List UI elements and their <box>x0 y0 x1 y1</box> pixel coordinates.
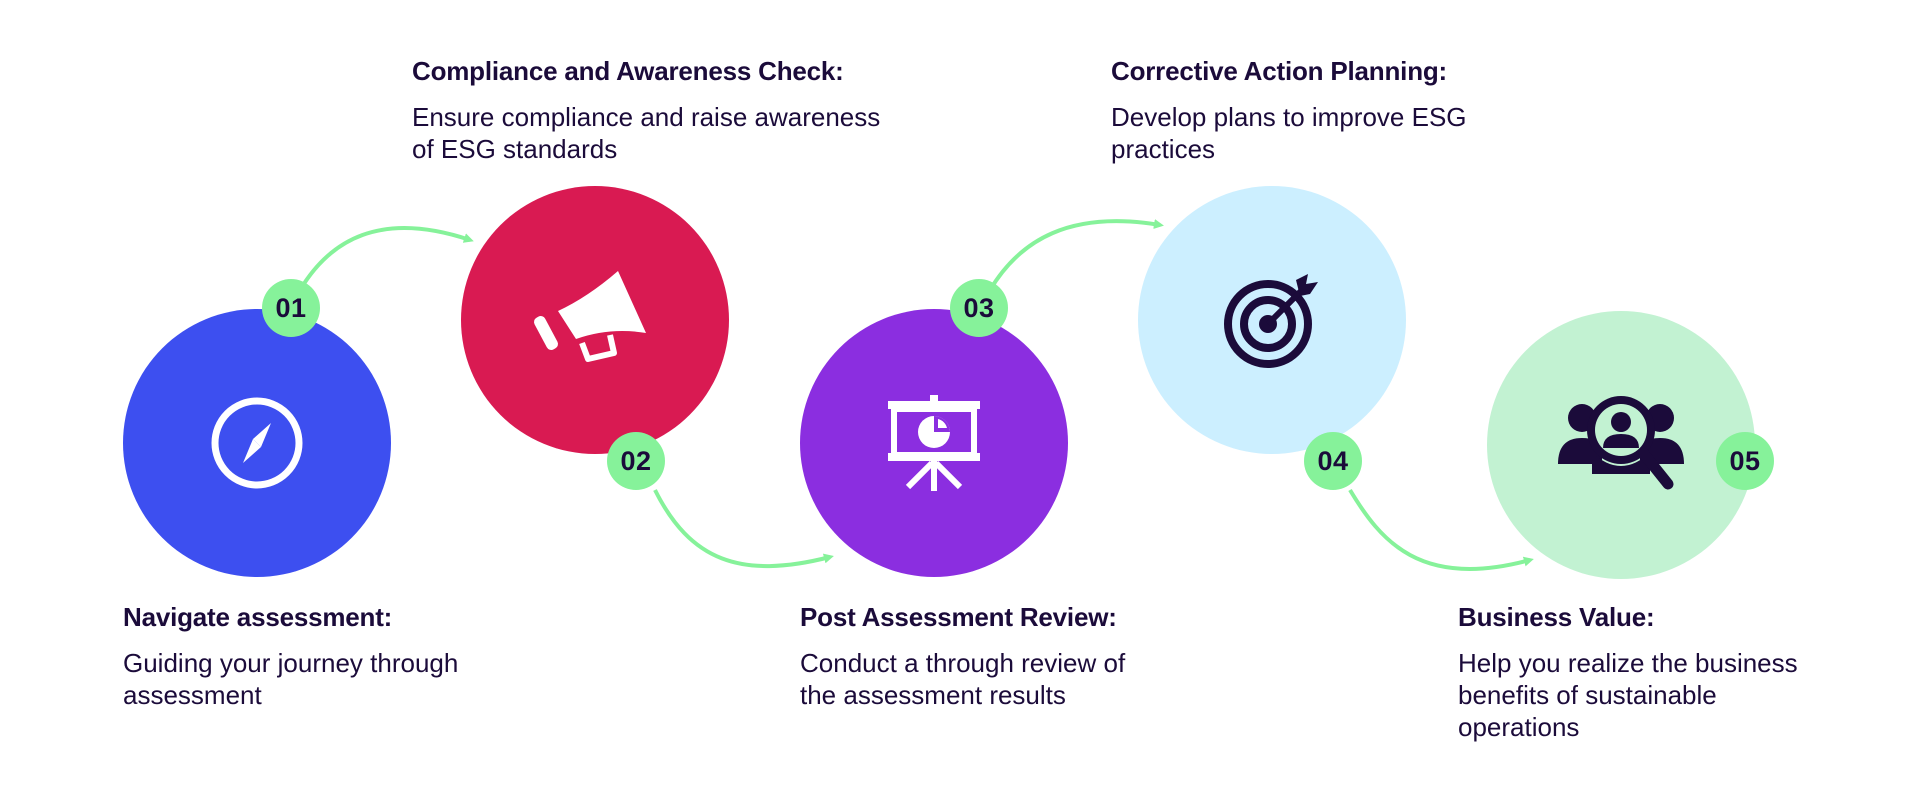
step-badge-01: 01 <box>262 279 320 337</box>
step-badge-02: 02 <box>607 432 665 490</box>
step-circle-05 <box>1487 311 1755 579</box>
arrow-03-to-04 <box>988 219 1164 292</box>
step-description-04: Develop plans to improve ESG practices <box>1111 102 1467 164</box>
arrow-02-to-03 <box>653 489 834 569</box>
step-badge-04: 04 <box>1304 432 1362 490</box>
step-description-01: Guiding your journey through assessment <box>123 648 459 710</box>
arrow-01-to-02 <box>298 226 474 292</box>
step-title-03: Post Assessment Review: <box>800 602 1117 632</box>
presentation-chart-icon <box>888 395 980 491</box>
step-title-02: Compliance and Awareness Check: <box>412 56 844 86</box>
step-title-01: Navigate assessment: <box>123 602 393 632</box>
step-description-05: Help you realize the business benefits o… <box>1458 648 1798 742</box>
step-circle-02 <box>461 186 729 454</box>
step-text-01: Navigate assessment: Guiding your journe… <box>123 602 643 711</box>
step-text-05: Business Value: Help you realize the bus… <box>1458 602 1920 743</box>
step-title-05: Business Value: <box>1458 602 1655 632</box>
step-circle-04 <box>1138 186 1406 454</box>
step-text-03: Post Assessment Review: Conduct a throug… <box>800 602 1320 711</box>
user-search-icon <box>1558 396 1684 490</box>
arrow-04-to-05 <box>1348 488 1534 571</box>
step-badge-05: 05 <box>1716 432 1774 490</box>
target-icon <box>1224 274 1318 368</box>
step-title-04: Corrective Action Planning: <box>1111 56 1448 86</box>
step-text-02: Compliance and Awareness Check: Ensure c… <box>412 56 932 165</box>
megaphone-icon <box>534 271 646 362</box>
step-description-03: Conduct a through review of the assessme… <box>800 648 1126 710</box>
step-badge-03: 03 <box>950 279 1008 337</box>
step-description-02: Ensure compliance and raise awareness of… <box>412 102 881 164</box>
step-text-04: Corrective Action Planning: Develop plan… <box>1111 56 1631 165</box>
step-circle-03 <box>800 309 1068 577</box>
compass-icon <box>211 397 303 489</box>
step-circle-01 <box>123 309 391 577</box>
